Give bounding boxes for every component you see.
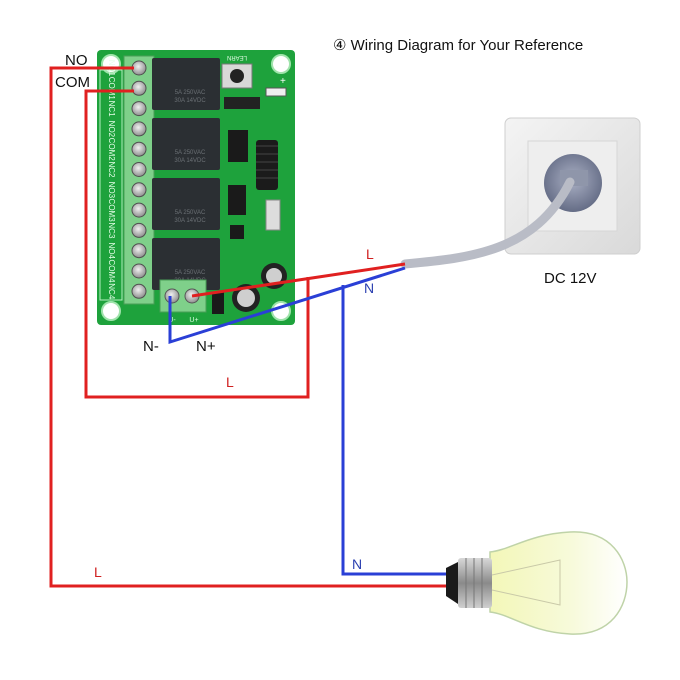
terminal-screw (131, 182, 147, 198)
relay-rating-text: 5A 250VAC (175, 150, 206, 156)
bulb-contact (446, 562, 458, 604)
terminal-block (123, 55, 155, 305)
wire-live-supply (191, 262, 406, 298)
terminal-label: COM2 (107, 138, 116, 162)
bulb-base (458, 558, 492, 608)
terminal-label-u-plus: U+ (189, 317, 198, 324)
jumper-header (224, 97, 260, 109)
terminal-screw (131, 162, 147, 177)
relay-rating-text: 5A 250VAC (175, 270, 206, 276)
crystal (265, 199, 281, 231)
terminal-label: NO2 (107, 121, 116, 138)
label-loop-l: L (226, 374, 234, 390)
wire-live-lamp (49, 66, 448, 588)
label-source-n: N (364, 280, 374, 296)
mount-hole (101, 301, 121, 321)
capacitor-top (237, 289, 255, 307)
chip (228, 185, 246, 215)
terminal-screw (131, 222, 147, 238)
light-bulb-icon (446, 531, 628, 635)
diagram-title: ④ Wiring Diagram for Your Reference (333, 37, 583, 54)
label-n-minus: N- (143, 338, 159, 355)
label-lamp-n: N (352, 556, 362, 572)
label-no: NO (65, 52, 88, 69)
wire-live-loop (84, 89, 310, 399)
label-com: COM (55, 74, 90, 91)
terminal-screw (131, 101, 147, 117)
live-wires (49, 66, 448, 588)
terminal-screw (131, 263, 147, 279)
terminal-label: NC1 (107, 101, 116, 118)
learn-button[interactable] (221, 63, 253, 89)
label-source-l: L (366, 246, 374, 262)
chip (230, 225, 244, 239)
relay-rating-text: 5A 250VAC (175, 90, 206, 96)
power-screw-neg (164, 288, 180, 304)
terminal-label: COM4 (107, 259, 116, 283)
label-n-plus: N+ (196, 338, 216, 355)
relay-rating-text: 30A 14VDC (174, 98, 206, 104)
terminal-screws (131, 60, 147, 299)
terminal-label: COM3 (107, 199, 116, 223)
relay-rating-text: 5A 250VAC (175, 210, 206, 216)
terminal-label: NC2 (107, 161, 116, 178)
terminal-label: NC4 (107, 283, 116, 300)
led (265, 87, 287, 97)
relay-rating-text: 30A 14VDC (174, 158, 206, 164)
terminal-label: NO3 (107, 182, 116, 199)
terminal-screw (131, 283, 147, 299)
terminal-label: NO4 (107, 242, 116, 259)
relay: 5A 250VAC 30A 14VDC (152, 58, 220, 110)
power-cable (400, 177, 575, 269)
diode (212, 292, 224, 314)
relay-rating-text: 30A 14VDC (174, 218, 206, 224)
neutral-wires (168, 266, 448, 576)
terminal-label: NC3 (107, 222, 116, 239)
relay-board: NO1COM1NC1NO2COM2NC2NO3COM3NC3NO4COM4NC4… (97, 50, 295, 325)
terminal-screw (131, 80, 147, 96)
relay: 5A 250VAC 30A 14VDC (152, 118, 220, 170)
mount-hole (271, 54, 291, 74)
plus-mark: + (280, 76, 286, 87)
terminal-screw (131, 121, 147, 137)
capacitor-top (266, 268, 282, 284)
learn-label: LEARN (227, 54, 247, 60)
chip (228, 130, 248, 162)
bulb-filament (491, 559, 561, 606)
label-bottom-l: L (94, 564, 102, 580)
wire-neutral-supply (168, 266, 406, 345)
wire-neutral-lamp (341, 285, 448, 576)
terminal-screw (131, 243, 147, 259)
power-source-label: DC 12V (544, 270, 597, 287)
terminal-screw (131, 141, 147, 157)
terminal-label: COM1 (107, 77, 116, 101)
antenna-coil (256, 140, 278, 190)
terminal-screw (131, 60, 147, 76)
relay: 5A 250VAC 30A 14VDC (152, 178, 220, 230)
bulb-glass (489, 531, 628, 635)
terminal-label-u-minus: U- (168, 317, 176, 324)
terminal-label-strip (99, 69, 123, 301)
terminal-screw (131, 202, 147, 218)
